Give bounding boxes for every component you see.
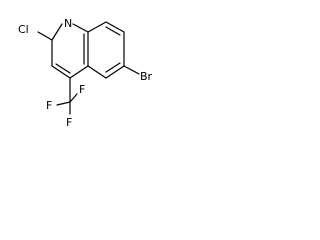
bond-c3-c4-double — [55, 63, 71, 74]
structure-canvas: N Cl Br F F F — [0, 0, 182, 134]
bond-n1-c8a — [72, 23, 89, 33]
atom-label-br: Br — [140, 70, 153, 83]
bond-c4-c4a — [69, 65, 89, 79]
atom-label-f-top: F — [79, 83, 85, 96]
bond-c5-c4a — [87, 65, 107, 79]
atom-label-layer: N Cl Br F F F — [18, 17, 153, 129]
bond-c6-br — [123, 65, 140, 75]
bond-c8a-c8 — [87, 21, 107, 33]
bond-cf3-f-top — [69, 93, 78, 103]
bond-n1-c2 — [51, 23, 63, 41]
bond-c8-c7 — [105, 21, 125, 33]
bond-c2-cl — [37, 31, 53, 41]
atom-label-f-bottom: F — [66, 116, 72, 129]
atom-label-f-left: F — [46, 99, 52, 112]
bond-c6-c5-double — [105, 62, 121, 73]
atom-label-n: N — [64, 17, 72, 30]
bond-c3-c4 — [51, 65, 71, 79]
bond-c8-c7-double — [105, 26, 121, 36]
molecule-structure: N Cl Br F F F — [18, 17, 153, 129]
bond-cf3-f-left — [56, 101, 71, 106]
atom-label-cl: Cl — [18, 23, 29, 36]
bond-c6-c5 — [105, 65, 125, 79]
bond-layer — [37, 21, 140, 115]
